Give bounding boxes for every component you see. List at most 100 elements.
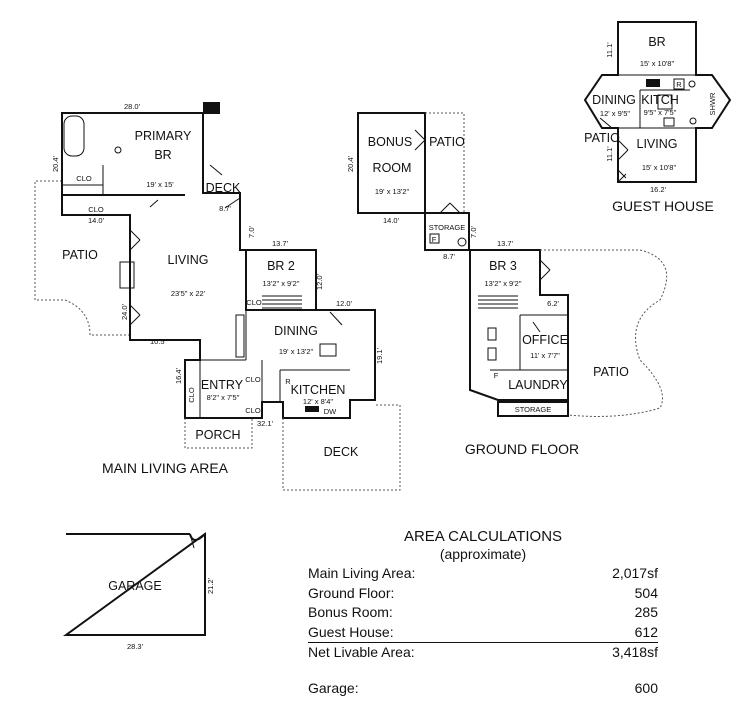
door-swing [129, 164, 343, 326]
area-subtitle: (approximate) [439, 546, 527, 562]
porch-outline [184, 418, 253, 449]
clo-small-2: CLO [245, 406, 261, 415]
furnace-box [429, 233, 440, 244]
storage-label: STORAGE [429, 223, 466, 232]
deck-2-label: DECK [324, 445, 359, 459]
dim-204: 20.4' [51, 155, 60, 172]
kitchen-r-label: R [285, 377, 291, 386]
area-row: Guest House: 612 [308, 623, 658, 643]
area-row-value: 612 [634, 623, 658, 640]
primary-br-label-2: BR [154, 148, 171, 162]
guest-inner-walls [618, 74, 696, 129]
area-title: AREA CALCULATIONS [403, 528, 563, 545]
ground-patio-label: PATIO [593, 365, 629, 379]
kitchen-dim: 12' x 8'4" [303, 397, 333, 406]
dim-191: 19.1' [375, 347, 384, 364]
guest-kitch-label: KITCH [641, 93, 679, 107]
guest-appliance [663, 117, 675, 127]
bonus-label-2: ROOM [373, 161, 412, 175]
laundry-appliance [487, 327, 497, 341]
area-row-label: Garage: [308, 679, 359, 696]
area-row-value: 3,418sf [612, 644, 658, 660]
br2-stairs [262, 295, 302, 309]
bonus-patio-outline [425, 112, 465, 213]
dim-g87: 8.7' [443, 252, 455, 261]
dim-140: 14.0' [88, 216, 105, 225]
laundry-appliance-2 [487, 347, 497, 361]
dim-g204: 20.4' [346, 155, 355, 172]
dining-stairs [235, 314, 245, 358]
guest-house [583, 21, 732, 183]
guest-living-dim: 15' x 10'8" [642, 163, 677, 172]
water-heater [457, 237, 467, 247]
dim-g62: 6.2' [547, 299, 559, 308]
dining-dim: 19' x 13'2" [279, 347, 314, 356]
stove [319, 343, 337, 357]
dim-h111b: 11.1' [605, 146, 614, 162]
area-row-label: Net Livable Area: [308, 644, 415, 660]
bonus-dim: 19' x 13'2" [375, 187, 410, 196]
garage [62, 532, 206, 636]
dw-label: DW [324, 407, 337, 416]
ground-section-title: GROUND FLOOR [465, 441, 579, 457]
br2-label: BR 2 [267, 259, 295, 273]
dining-wall [200, 310, 247, 361]
guest-toilet [689, 117, 697, 125]
guest-toilet-2 [688, 80, 696, 88]
dim-87: 8.7' [219, 204, 231, 213]
kitchen-label: KITCHEN [291, 383, 346, 397]
ground-door-swing [414, 129, 551, 333]
patio-label: PATIO [62, 248, 98, 262]
guest-shwr-label: SHWR [708, 92, 717, 115]
bonus-patio-label: PATIO [429, 135, 465, 149]
primary-br-dim: 19' x 15' [146, 180, 174, 189]
area-row-label: Bonus Room: [308, 604, 393, 620]
entry-label: ENTRY [201, 378, 244, 392]
dim-28: 28.0' [124, 102, 141, 111]
guest-sink [657, 94, 673, 110]
garage-label: GARAGE [108, 579, 162, 593]
area-row-label: Main Living Area: [308, 565, 416, 581]
dim-120b: 12.0' [336, 299, 353, 308]
clo-label: CLO [76, 174, 92, 183]
guest-kitch-dim: 9'5" x 7'5" [644, 108, 677, 117]
ground-floor [357, 112, 668, 417]
area-row-value: 285 [634, 604, 658, 620]
range-top [305, 406, 319, 412]
clo-label-2: CLO [88, 205, 104, 214]
laundry-f-label: F [494, 371, 499, 380]
living-label: LIVING [168, 253, 209, 267]
toilet [114, 146, 122, 154]
ground-walls [469, 249, 569, 401]
guest-living-label: LIVING [637, 137, 678, 151]
dim-h162: 16.2' [650, 185, 667, 194]
guest-range [646, 79, 660, 87]
ground-stairs [478, 295, 518, 309]
bathtub [63, 115, 85, 157]
guest-r-label: R [676, 80, 682, 89]
clo-small-1: CLO [245, 375, 261, 384]
ground-storage-label: STORAGE [515, 405, 552, 414]
main-patio-outline [34, 180, 130, 336]
furnace-label: F [432, 235, 437, 244]
guest-br-label: BR [648, 35, 665, 49]
kitchen-walls [279, 369, 350, 402]
main-living-area [34, 102, 401, 491]
dim-164: 16.4' [174, 367, 183, 384]
area-row-value: 504 [634, 584, 658, 601]
area-row: Bonus Room: 285 [308, 603, 658, 623]
guest-door-swing [599, 117, 629, 183]
guest-patio-label: PATIO [584, 131, 620, 145]
dim-gar-283: 28.3' [127, 642, 144, 651]
clo-br2-label: CLO [246, 298, 262, 307]
guest-dining-label: DINING [592, 93, 636, 107]
dim-105: 10.5' [150, 337, 167, 346]
area-calculations: AREA CALCULATIONS (approximate) Main Liv… [308, 528, 658, 698]
dining-label: DINING [274, 324, 318, 338]
living-dim: 23'5" x 22' [171, 289, 206, 298]
area-row-total: Net Livable Area: 3,418sf [308, 643, 658, 663]
clo-wall [62, 165, 104, 195]
br2-dim: 13'2" x 9'2" [263, 279, 300, 288]
dim-h111a: 11.1' [605, 42, 614, 58]
